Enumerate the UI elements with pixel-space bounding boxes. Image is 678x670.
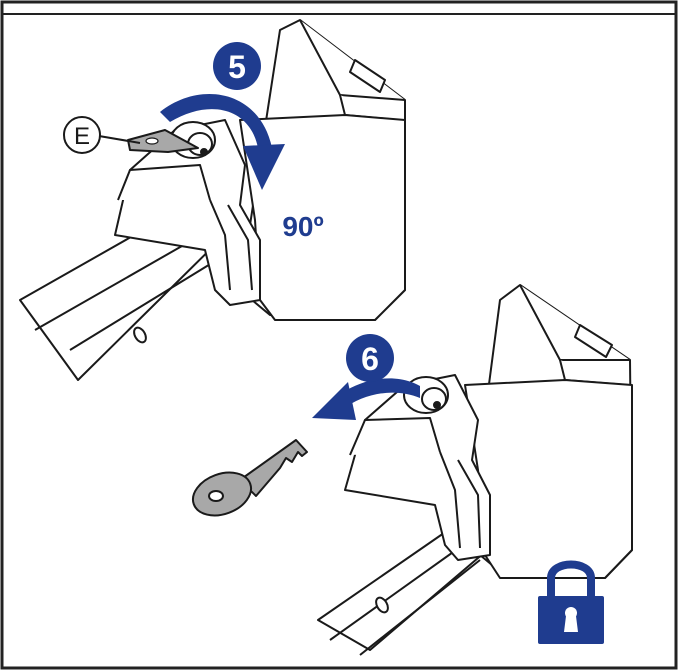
part-callout-e: E [63,116,141,154]
roof-bar-foot-upper [19,19,406,381]
key-removed [191,439,308,517]
curved-arrow-clockwise-icon [160,94,285,190]
part-callout-letter: E [74,123,90,150]
roof-bar-foot-lower [317,284,633,656]
rotation-angle-label: 90º [282,211,323,242]
padlock-icon [538,560,604,644]
curved-arrow-left-icon [312,378,420,420]
step-5-badge: 5 [213,42,261,90]
step-6-number: 6 [361,341,379,377]
step-6-badge: 6 [346,334,394,382]
step-5-number: 5 [228,49,246,85]
key-inserted [127,129,199,153]
